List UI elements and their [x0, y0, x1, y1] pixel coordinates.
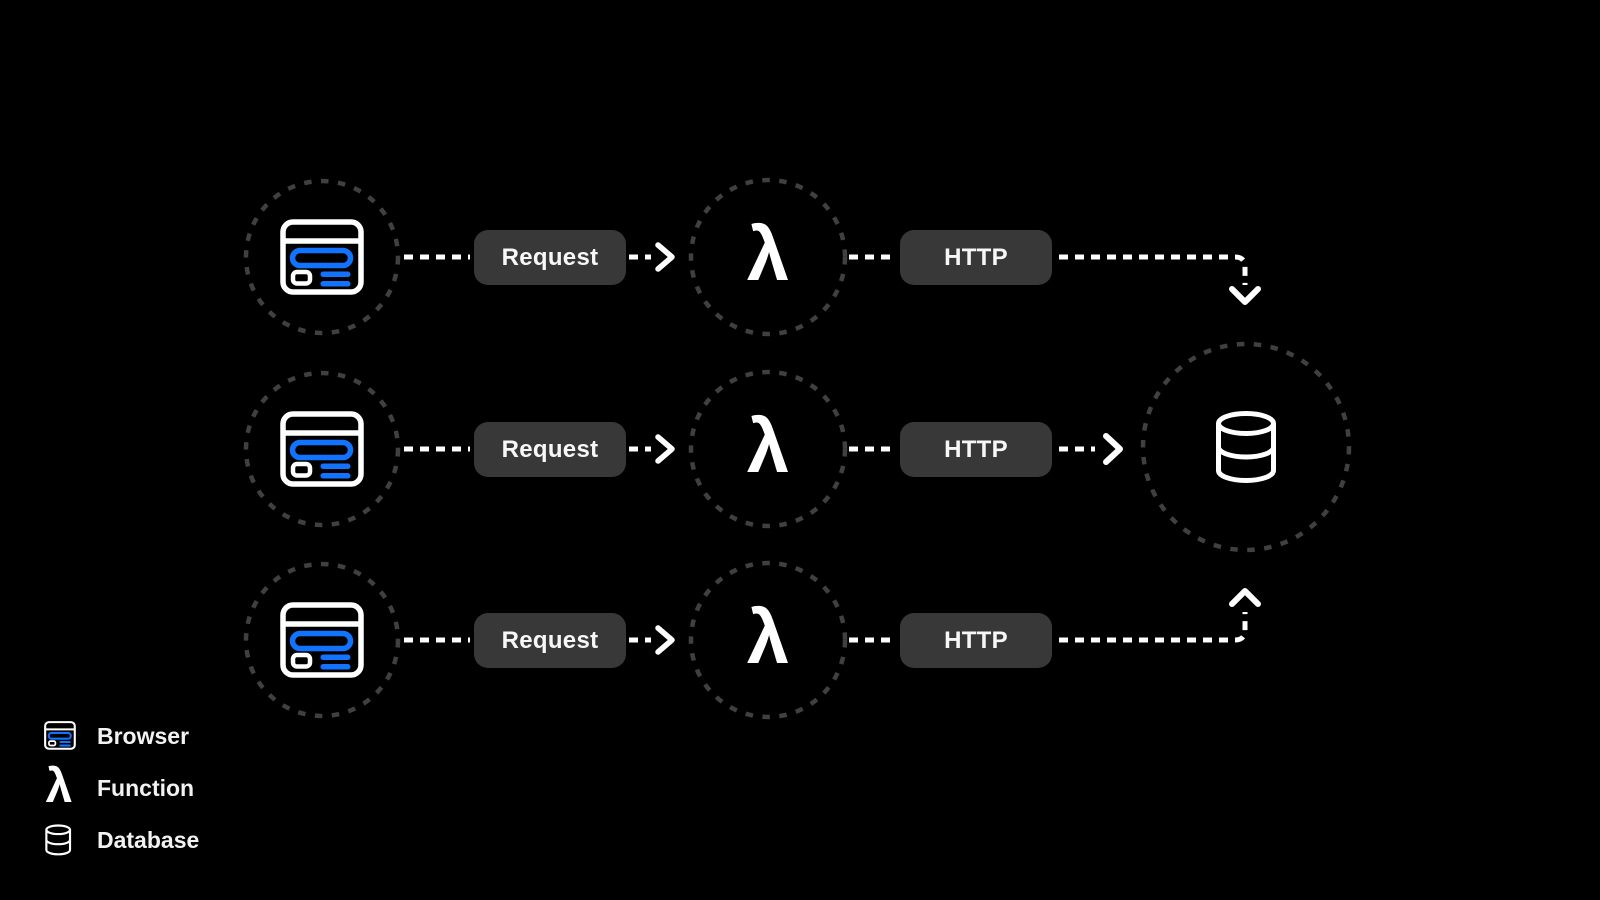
database-icon	[1219, 414, 1274, 481]
http-pill: HTTP	[900, 230, 1052, 285]
browser-icon	[283, 605, 361, 675]
lambda-icon: λ	[746, 211, 790, 297]
arrowhead-up-into-database	[1229, 588, 1261, 607]
http-pill: HTTP	[900, 613, 1052, 668]
legend-label-database: Database	[97, 827, 200, 853]
browser-icon	[283, 222, 361, 292]
arrowhead-into-function-row1	[655, 242, 675, 272]
browser-icon	[44, 721, 76, 750]
function-node-circle-row1	[688, 177, 848, 337]
http-pill: HTTP	[900, 422, 1052, 477]
browser-node-circle-row3	[243, 561, 401, 719]
arrowhead-right-into-database	[1103, 433, 1123, 465]
arrowhead-into-function-row3	[655, 625, 675, 655]
request-pill: Request	[474, 230, 626, 285]
request-pill: Request	[474, 422, 626, 477]
legend-label-function: Function	[97, 775, 195, 801]
connector-http-database-row1	[1059, 254, 1248, 285]
browser-node-circle-row2	[243, 370, 401, 528]
legend-label-browser: Browser	[97, 723, 190, 749]
lambda-icon: λ	[746, 403, 790, 489]
function-node-circle-row3	[688, 560, 848, 720]
database-node-circle	[1140, 341, 1352, 553]
lambda-icon: λ	[45, 759, 73, 813]
lambda-icon: λ	[746, 594, 790, 680]
function-node-circle-row2	[688, 369, 848, 529]
arrowhead-into-function-row2	[655, 434, 675, 464]
database-icon	[45, 824, 72, 856]
connector-http-database-row3	[1059, 612, 1248, 643]
request-pill: Request	[474, 613, 626, 668]
browser-icon	[283, 414, 361, 484]
arrowhead-down-into-database	[1229, 286, 1261, 305]
browser-node-circle-row1	[243, 178, 401, 336]
